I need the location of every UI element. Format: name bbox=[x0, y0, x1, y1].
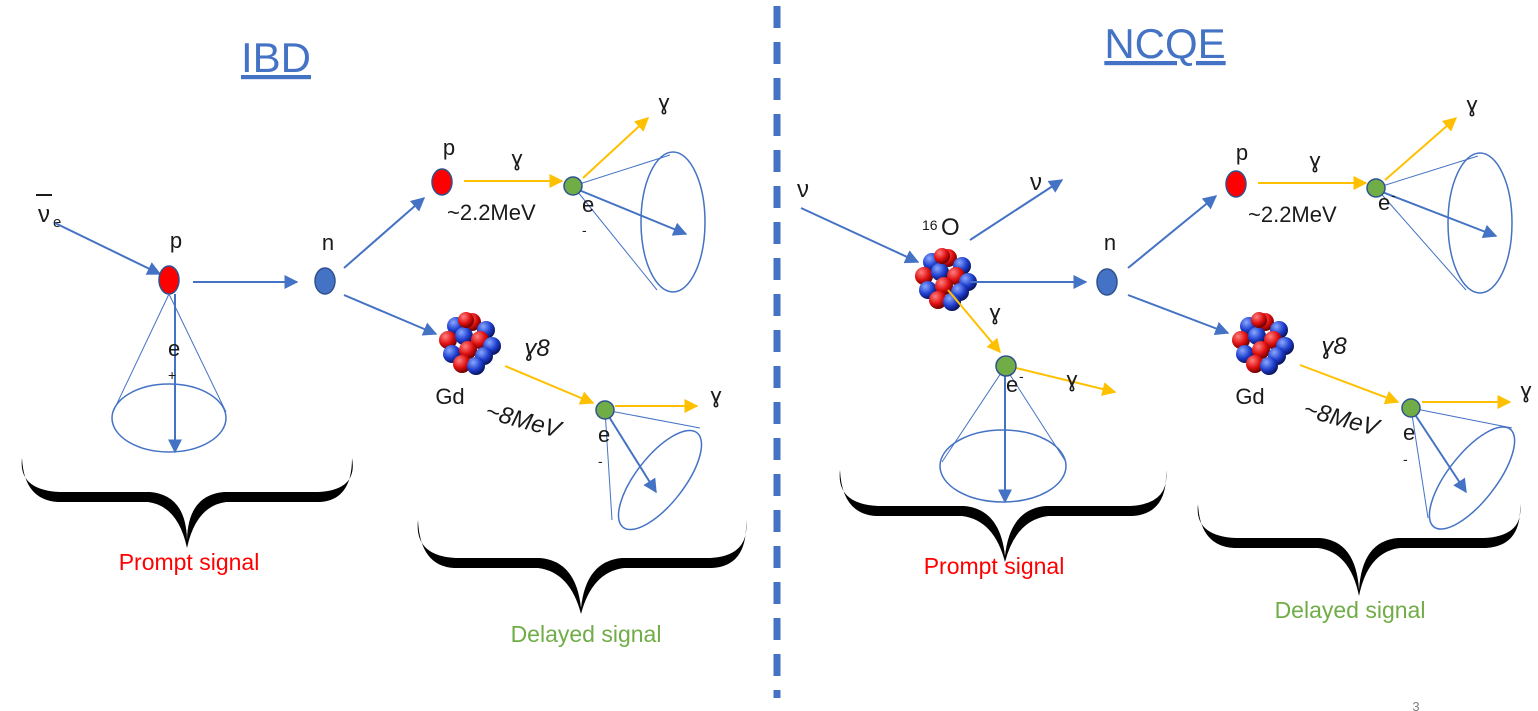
electron-label: e bbox=[582, 192, 594, 217]
electron2 bbox=[595, 400, 615, 420]
electron bbox=[563, 176, 583, 196]
capture-proton bbox=[431, 168, 453, 196]
ncqe-h-cone-base bbox=[1447, 152, 1513, 294]
positron-label: e bbox=[168, 336, 180, 361]
gamma-out2-label: ɣ bbox=[710, 383, 721, 408]
electron2-arrow bbox=[605, 411, 657, 494]
antineutrino-subscript: e bbox=[53, 214, 61, 231]
gamma8-label: ɣ8 bbox=[524, 335, 550, 362]
gd-label: Gd bbox=[435, 384, 464, 409]
ncqe-gamma-h-out-arrow bbox=[1384, 117, 1458, 181]
ncqe-gd-nucleus bbox=[1232, 312, 1294, 375]
electron-sign: - bbox=[582, 222, 587, 238]
neutrino-in-label: ν bbox=[797, 176, 809, 203]
ncqe-delayed-brace bbox=[1197, 504, 1521, 596]
ncqe-gamma-out-label: ɣ bbox=[1066, 367, 1077, 392]
gamma-h-label: ɣ bbox=[511, 146, 522, 171]
electron-cone-bottom bbox=[572, 185, 658, 291]
ncqe-gd-cone-base bbox=[1428, 426, 1516, 530]
electron2-label: e bbox=[598, 422, 610, 447]
capture-proton-label: p bbox=[443, 135, 455, 160]
energy-h-label: ~2.2MeV bbox=[447, 200, 536, 225]
ncqe-title: NCQE bbox=[1104, 20, 1225, 67]
ncqe-gd-cone-bottom bbox=[1410, 407, 1429, 519]
electron2-sign: - bbox=[598, 453, 603, 469]
positron-cone-left bbox=[112, 293, 170, 413]
ncqe-gd-electron-sign: - bbox=[1403, 451, 1408, 467]
ncqe-cone-base bbox=[939, 429, 1067, 503]
ncqe-neutron bbox=[1096, 268, 1118, 296]
ncqe-gamma8-arrow bbox=[1299, 364, 1400, 405]
electron2-cone-bottom bbox=[604, 409, 613, 521]
ncqe-prompt-brace bbox=[839, 470, 1167, 562]
ncqe-electron-sign: - bbox=[1019, 368, 1024, 384]
proton bbox=[158, 265, 180, 295]
ncqe-gamma-out-arrow bbox=[1015, 367, 1117, 396]
page-number: 3 bbox=[1412, 699, 1419, 711]
ncqe-energy-gd-label: ~8MeV bbox=[1300, 396, 1383, 442]
gd-nucleus bbox=[439, 312, 501, 375]
ncqe-delayed-label: Delayed signal bbox=[1275, 597, 1426, 623]
ncqe-h-cone-bottom bbox=[1375, 187, 1467, 291]
gamma8-arrow bbox=[504, 365, 595, 405]
delayed-brace bbox=[417, 520, 747, 614]
neutron-to-gd-arrow bbox=[343, 294, 438, 336]
oxygen-label: O bbox=[941, 214, 960, 241]
ibd-prompt-label: Prompt signal bbox=[119, 549, 260, 575]
ncqe-energy-h-label: ~2.2MeV bbox=[1248, 202, 1337, 227]
neutrino-out-arrow bbox=[969, 179, 1064, 241]
ncqe-h-electron-arrow bbox=[1376, 189, 1498, 238]
ncqe-gamma-out2-label: ɣ bbox=[1520, 378, 1531, 403]
ncqe-neutron-label: n bbox=[1104, 230, 1116, 255]
ncqe-h-cone-top bbox=[1375, 155, 1479, 189]
oxygen-mass-number: 16 bbox=[922, 217, 938, 233]
ncqe-capture-proton bbox=[1225, 170, 1247, 198]
electron2-cone-top bbox=[604, 409, 701, 429]
ncqe-h-electron bbox=[1366, 178, 1386, 198]
positron-sign: + bbox=[168, 367, 176, 383]
ncqe-prompt-label: Prompt signal bbox=[924, 553, 1065, 579]
positron-cone-base bbox=[111, 383, 227, 453]
ncqe-gd-electron-label: e bbox=[1403, 420, 1415, 445]
neutron-to-proton-arrow bbox=[343, 197, 426, 269]
neutron bbox=[314, 267, 336, 295]
electron2-cone-base bbox=[617, 429, 703, 531]
proton-label: p bbox=[170, 228, 182, 253]
neutrino-out-label: ν bbox=[1030, 169, 1042, 196]
ncqe-neutron-to-proton-arrow bbox=[1127, 195, 1218, 269]
oxygen-nucleus bbox=[915, 248, 977, 311]
neutron-label: n bbox=[322, 230, 334, 255]
ncqe-gamma-h-out-label: ɣ bbox=[1466, 92, 1477, 117]
neutrino-in-arrow bbox=[800, 207, 920, 264]
ncqe-gd-electron-arrow bbox=[1411, 409, 1467, 494]
ncqe-gd-label: Gd bbox=[1235, 384, 1264, 409]
positron-cone-right bbox=[168, 293, 227, 413]
energy-gd-label: ~8MeV bbox=[482, 398, 565, 444]
oxygen-gamma-arrow bbox=[947, 289, 1001, 354]
antineutrino-arrow bbox=[54, 222, 162, 275]
antineutrino-label: ν bbox=[38, 201, 50, 228]
gamma-out-label: ɣ bbox=[658, 90, 669, 115]
oxygen-gamma-label: ɣ bbox=[989, 300, 1000, 325]
electron-arrow bbox=[573, 187, 688, 236]
ibd-title: IBD bbox=[241, 34, 311, 81]
prompt-brace bbox=[21, 458, 353, 548]
ibd-delayed-label: Delayed signal bbox=[511, 621, 662, 647]
ncqe-electron-label: e bbox=[1006, 372, 1018, 397]
ncqe-gamma-h-label: ɣ bbox=[1309, 148, 1320, 173]
ncqe-gd-cone-top bbox=[1410, 407, 1513, 429]
ncqe-electron bbox=[995, 355, 1017, 377]
ncqe-h-electron-label: e bbox=[1378, 190, 1390, 215]
ncqe-cone-left bbox=[941, 366, 1006, 463]
electron-cone-top bbox=[572, 154, 671, 187]
ncqe-capture-proton-label: p bbox=[1236, 140, 1248, 165]
ncqe-neutron-to-gd-arrow bbox=[1127, 294, 1230, 336]
ncqe-h-electron-sign: - bbox=[1391, 187, 1396, 203]
gamma-out-arrow bbox=[582, 117, 650, 179]
ncqe-gd-electron bbox=[1401, 398, 1421, 418]
electron-cone-base bbox=[640, 151, 706, 293]
ncqe-gamma8-label: ɣ8 bbox=[1321, 333, 1347, 360]
